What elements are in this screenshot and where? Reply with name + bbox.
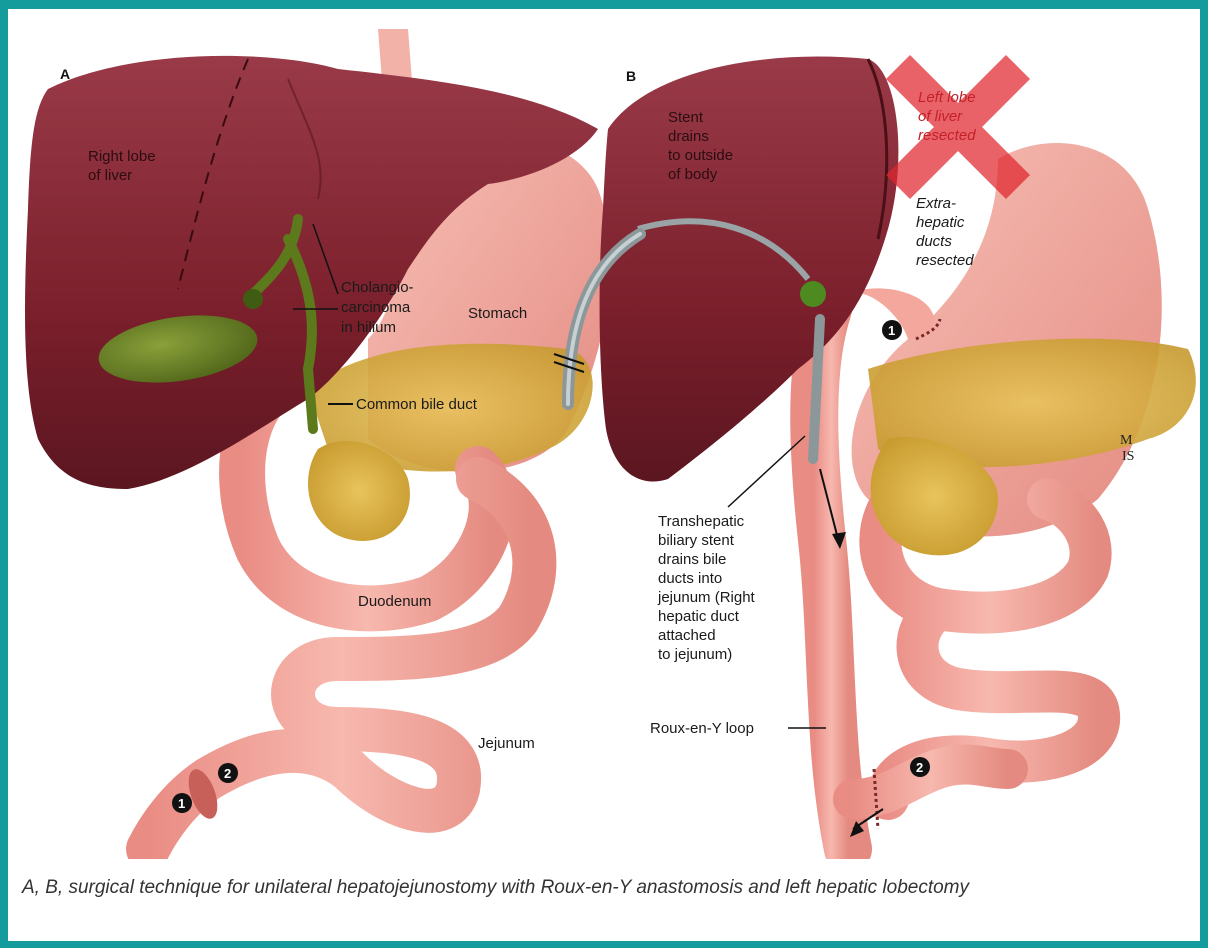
cholangio-label-line2: carcinoma	[341, 299, 411, 316]
left-lobe-label-line3: resected	[918, 127, 976, 144]
signature-line2: IS	[1122, 449, 1134, 464]
stent-label-line4: of body	[668, 166, 718, 183]
extrahepatic-label-line1: Extra-	[916, 195, 956, 212]
jejunum-label: Jejunum	[478, 735, 535, 752]
marker-b-2-text: 2	[916, 760, 923, 775]
transhepatic-label-line3: drains bile	[658, 551, 726, 568]
right-lobe-label-line2: of liver	[88, 167, 132, 184]
transhepatic-label-line1: Transhepatic	[658, 513, 745, 530]
extrahepatic-label-line4: resected	[916, 252, 974, 269]
cholangio-label-line1: Cholangio-	[341, 279, 414, 296]
stent-label-line3: to outside	[668, 147, 733, 164]
transhepatic-label-line4: ducts into	[658, 570, 722, 587]
transhepatic-label-line2: biliary stent	[658, 532, 735, 549]
liver-b	[600, 57, 899, 482]
transhepatic-label-line8: to jejunum)	[658, 646, 732, 663]
stent-label-line1: Stent	[668, 109, 704, 126]
left-lobe-label-line1: Left lobe	[918, 89, 976, 106]
transhepatic-label-line6: hepatic duct	[658, 608, 740, 625]
transhepatic-label-line5: jejunum (Right	[657, 589, 756, 606]
marker-b-1-text: 1	[888, 323, 895, 338]
signature-line1: M	[1120, 433, 1133, 448]
tumor-a	[243, 289, 263, 309]
extrahepatic-label-line3: ducts	[916, 233, 952, 250]
illustration: A B Right lobe of liver Cholangio- carci…	[8, 9, 1200, 859]
common-bile-duct-label: Common bile duct	[356, 396, 478, 413]
transhepatic-label-line7: attached	[658, 627, 716, 644]
panel-a-label: A	[60, 66, 70, 82]
stent-label-line2: drains	[668, 128, 709, 145]
panel-b-label: B	[626, 68, 636, 84]
figure-frame: A B Right lobe of liver Cholangio- carci…	[8, 9, 1200, 941]
internal-stent	[813, 319, 820, 459]
left-lobe-label-line2: of liver	[918, 108, 963, 125]
figure-caption: A, B, surgical technique for unilateral …	[22, 869, 1172, 907]
extrahepatic-label-line2: hepatic	[916, 214, 965, 231]
marker-a-1-text: 1	[178, 796, 185, 811]
stomach-label: Stomach	[468, 305, 527, 322]
hepatic-duct-junction	[800, 281, 826, 307]
roux-en-y-label: Roux-en-Y loop	[650, 720, 754, 737]
duodenum-label: Duodenum	[358, 593, 431, 610]
cholangio-label-line3: in hilium	[341, 319, 396, 336]
right-lobe-label-line1: Right lobe	[88, 148, 156, 165]
marker-a-2-text: 2	[224, 766, 231, 781]
